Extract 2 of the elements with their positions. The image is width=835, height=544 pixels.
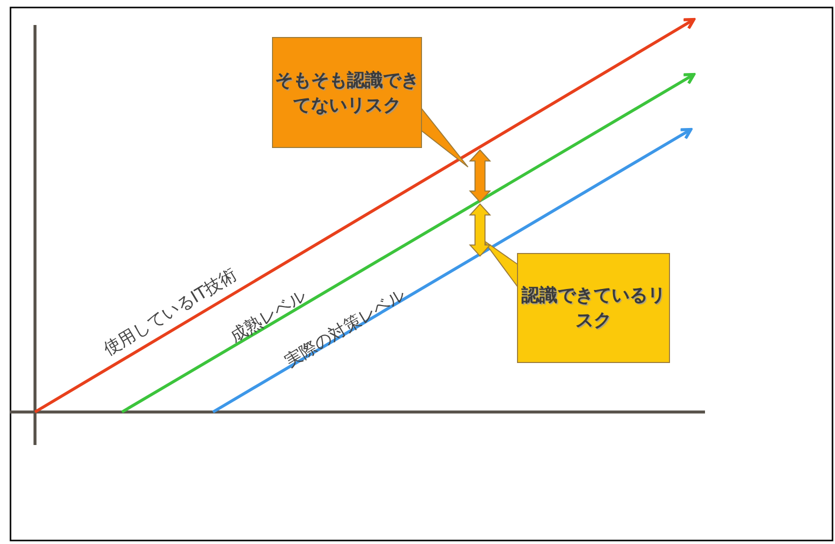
callout-box: 認識できているリスク: [517, 253, 670, 363]
callout-box: そもそも認識できてないリスク: [272, 37, 422, 148]
